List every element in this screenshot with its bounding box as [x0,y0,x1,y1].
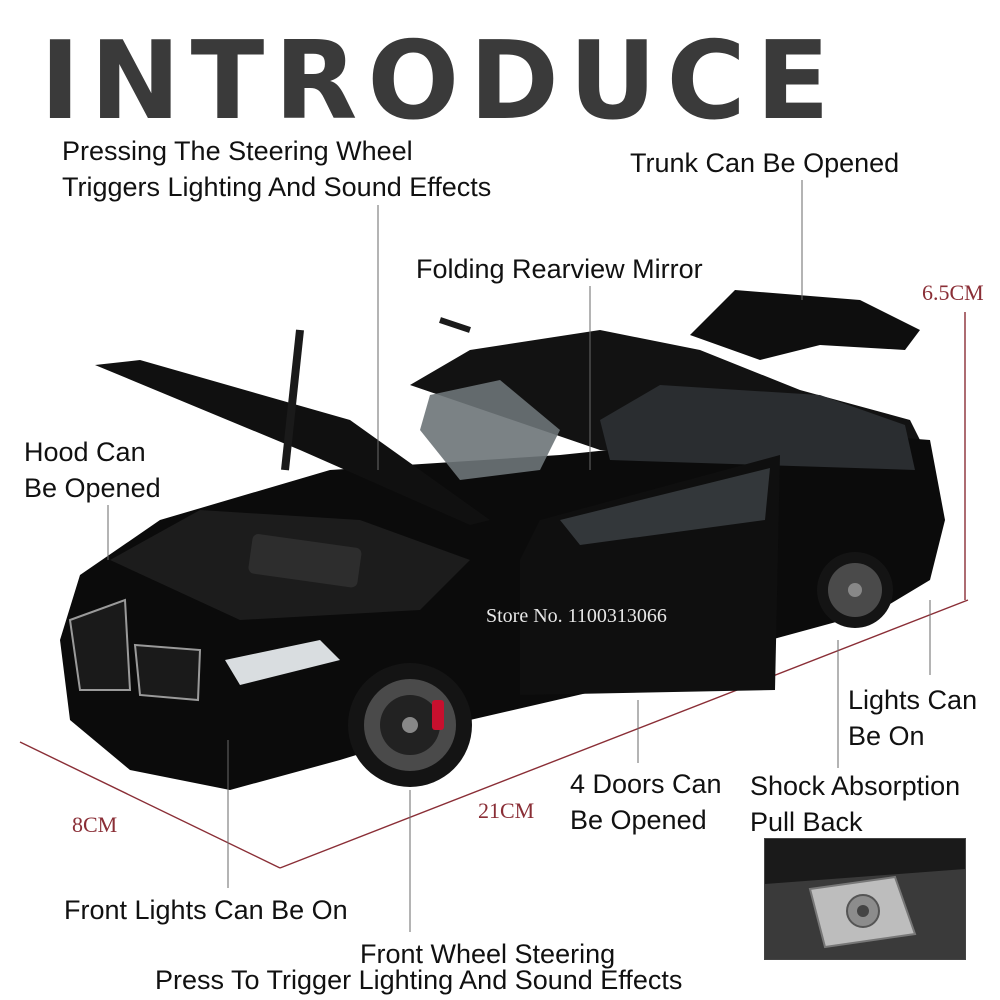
steering-label-line1: Pressing The Steering Wheel [62,136,413,166]
pullback-inset-photo [764,838,966,960]
length-dimension: 21CM [478,798,535,823]
leader-lines [107,180,931,932]
hood-label-line2: Be Opened [24,473,161,503]
front-wheel-label: Front Wheel Steering [360,939,616,969]
press-trigger-label: Press To Trigger Lighting And Sound Effe… [155,965,683,995]
windshield [420,380,560,480]
doors-label-line2: Be Opened [570,805,707,835]
mirror-label: Folding Rearview Mirror [416,254,703,284]
steering-label-line2: Triggers Lighting And Sound Effects [62,172,492,202]
doors-label-line1: 4 Doors Can [570,769,722,799]
lights-label-line2: Be On [848,721,925,751]
store-watermark: Store No. 1100313066 [486,605,667,627]
hood-label-line1: Hood Can [24,437,146,467]
height-dimension: 6.5CM [922,280,984,305]
front-wheel [348,663,472,787]
hood-lid [95,360,490,525]
pullback-label: Pull Back [750,807,863,837]
pullback-mechanism-illustration [765,839,965,959]
shock-label: Shock Absorption [750,771,961,801]
kidney-grille [68,598,132,691]
width-dimension: 8CM [72,812,118,837]
trunk-lid [690,290,920,360]
front-lights-label: Front Lights Can Be On [64,895,348,925]
lights-label-line1: Lights Can [848,685,978,715]
dimension-lines [19,312,969,869]
headlight [225,640,340,685]
rear-wheel [817,552,893,628]
side-window [600,385,915,470]
trunk-label: Trunk Can Be Opened [630,148,900,178]
car-illustration [60,290,945,790]
page-title: INTRODUCE [40,19,840,144]
